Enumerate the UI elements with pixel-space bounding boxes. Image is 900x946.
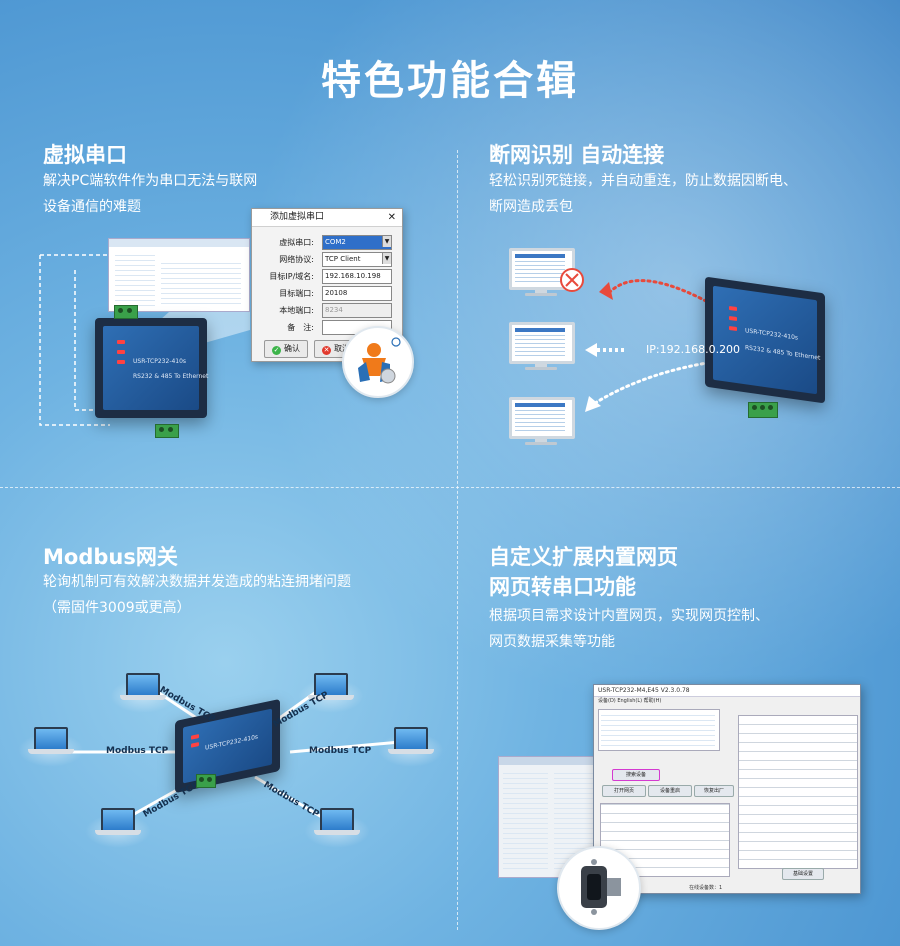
factory-reset-button[interactable]: 恢复出厂	[694, 785, 734, 797]
field-target-ip: 目标IP/域名: 192.168.10.198	[252, 269, 422, 285]
menu-bar: 设备(D) English(L) 帮助(H)	[598, 698, 662, 704]
webpage-heading-1: 自定义扩展内置网页	[489, 545, 678, 569]
modbus-heading: Modbus网关	[43, 545, 178, 569]
vspd-logo	[342, 326, 414, 398]
modbus-link-label: Modbus TCP	[106, 746, 169, 756]
db9-connector-badge	[557, 846, 641, 930]
field-target-port: 目标端口: 20108	[252, 286, 422, 302]
check-icon: ✓	[272, 346, 281, 355]
laptop	[85, 808, 151, 848]
laptop	[378, 727, 444, 767]
serial-device-1: USR-TCP232-410s RS232 & 485 To Ethernet	[95, 318, 209, 418]
chevron-down-icon[interactable]: ▼	[382, 236, 391, 247]
dialog-title: 添加虚拟串口	[270, 212, 325, 222]
monitor	[509, 322, 575, 372]
field-label: 备 注:	[287, 323, 314, 332]
device-model-label: USR-TCP232-410s	[133, 358, 187, 365]
reconnect-arrows	[560, 268, 729, 412]
field-label: 目标端口:	[279, 289, 314, 298]
field-label: 本地端口:	[279, 306, 314, 315]
field-label: 虚拟串口:	[279, 238, 314, 247]
confirm-button[interactable]: ✓确认	[264, 340, 308, 358]
laptop	[304, 808, 370, 848]
divider-vertical	[457, 150, 458, 930]
open-webpage-button[interactable]: 打开网页	[602, 785, 646, 797]
laptop	[298, 673, 364, 713]
vspd-logo-icon	[358, 337, 401, 384]
screenshot-table	[161, 259, 241, 304]
disconnect-desc-1: 轻松识别死链接，并自动重连，防止数据因断电、	[489, 173, 797, 189]
modbus-link-label: Modbus TCP	[309, 746, 372, 756]
cancel-label: 取消	[334, 344, 350, 353]
terminal-block	[155, 424, 179, 438]
basic-settings-button[interactable]: 基础设置	[782, 868, 824, 880]
modbus-desc-2: （需固件3009或更高）	[43, 600, 191, 616]
search-device-button[interactable]: 搜索设备	[612, 769, 660, 781]
cross-icon: ✕	[322, 346, 331, 355]
software-screenshot	[108, 238, 250, 312]
field-protocol: 网络协议: TCP Client ▼	[252, 252, 422, 268]
advanced-settings-panel	[738, 715, 858, 869]
screenshot-toolbar	[109, 239, 249, 247]
disconnect-desc-2: 断网造成丢包	[489, 199, 573, 215]
virtual-port-heading: 虚拟串口	[43, 143, 127, 167]
field-local-port: 本地端口: 8234	[252, 303, 422, 319]
virtual-port-desc-1: 解决PC端软件作为串口无法与联网	[43, 173, 258, 189]
chevron-down-icon[interactable]: ▼	[382, 253, 391, 264]
field-virtual-port: 虚拟串口: COM2 ▼	[252, 235, 422, 251]
window-title: USR-TCP232-M4,E45 V2.3.0.78	[594, 685, 860, 697]
screenshot-list	[115, 251, 155, 306]
target-port-input[interactable]: 20108	[322, 286, 392, 301]
laptop	[110, 673, 176, 713]
terminal-block	[114, 305, 138, 319]
ip-label: IP:192.168.0.200	[646, 343, 741, 356]
db9-connector-icon	[581, 859, 621, 915]
device-face	[103, 326, 199, 410]
background-window	[498, 756, 605, 878]
close-icon[interactable]: ✕	[387, 212, 396, 223]
device-led	[117, 360, 125, 364]
webpage-heading-2: 网页转串口功能	[489, 575, 636, 599]
field-label: 网络协议:	[279, 255, 314, 264]
monitor	[509, 397, 575, 447]
protocol-select[interactable]: TCP Client	[322, 252, 392, 267]
device-led	[117, 340, 125, 344]
terminal-block	[748, 402, 778, 418]
virtual-port-desc-2: 设备通信的难题	[43, 199, 141, 215]
divider-horizontal	[0, 487, 900, 488]
field-label: 目标IP/域名:	[269, 272, 314, 281]
confirm-label: 确认	[284, 344, 300, 353]
device-led	[117, 350, 125, 354]
page-title: 特色功能合辑	[321, 58, 579, 104]
terminal-block	[196, 774, 216, 788]
disconnect-heading: 断网识别 自动连接	[489, 143, 665, 167]
modbus-desc-1: 轮询机制可有效解决数据并发造成的粘连拥堵问题	[43, 574, 351, 590]
status-bar: 在线设备数：1	[689, 885, 723, 891]
device-face	[713, 285, 817, 395]
virtual-port-select[interactable]: COM2	[322, 235, 392, 250]
dialog-titlebar: 添加虚拟串口 ✕	[252, 209, 402, 227]
restart-device-button[interactable]: 设备重启	[648, 785, 692, 797]
serial-device-2: USR-TCP232-410s RS232 & 485 To Ethernet	[705, 276, 825, 404]
local-port-input[interactable]: 8234	[322, 303, 392, 318]
device-list[interactable]	[598, 709, 720, 751]
device-subtitle-label: RS232 & 485 To Ethernet	[133, 373, 209, 380]
webpage-desc-1: 根据项目需求设计内置网页，实现网页控制、	[489, 608, 769, 624]
laptop	[18, 727, 84, 767]
target-ip-input[interactable]: 192.168.10.198	[322, 269, 392, 284]
webpage-desc-2: 网页数据采集等功能	[489, 634, 615, 650]
